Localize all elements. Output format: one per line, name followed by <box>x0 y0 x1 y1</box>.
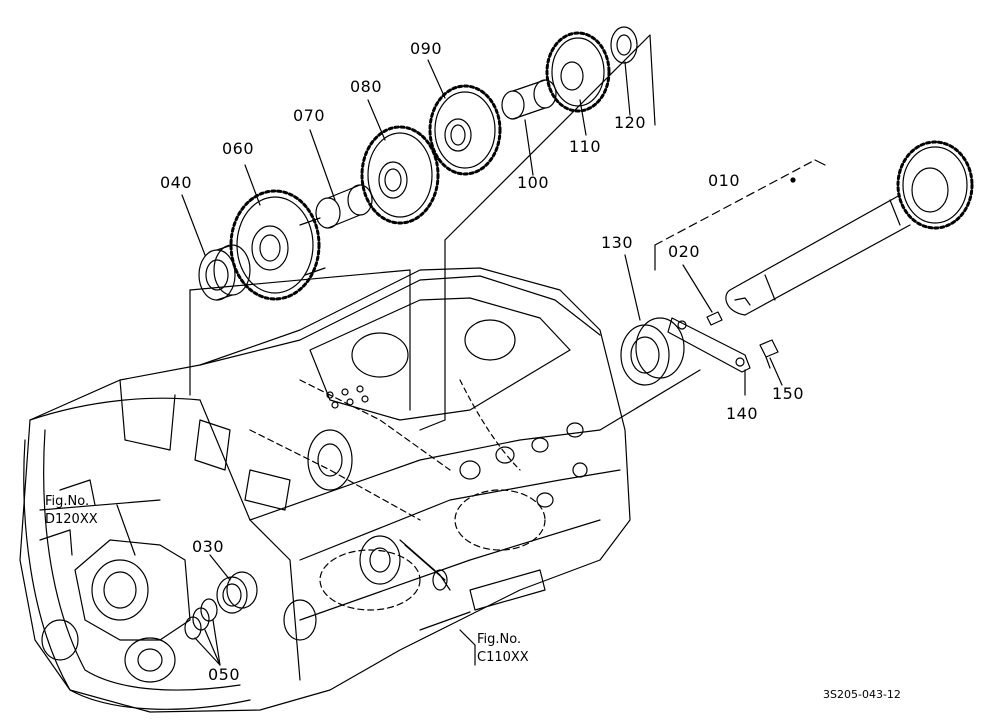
part-label-110: 110 <box>569 137 602 156</box>
bolt-150 <box>759 339 779 369</box>
part-label-100: 100 <box>517 173 550 192</box>
assembly-guide-lines <box>39 34 826 666</box>
gear-060 <box>229 189 326 301</box>
part-label-120: 120 <box>614 113 647 132</box>
shaft-010 <box>725 140 974 316</box>
washer-120 <box>610 26 638 64</box>
gear-110 <box>545 31 611 113</box>
part-label-130: 130 <box>601 233 634 252</box>
part-label-080: 080 <box>350 77 383 96</box>
gear-080 <box>360 125 440 225</box>
o-rings-050 <box>184 598 218 640</box>
part-label-140: 140 <box>726 404 759 423</box>
part-label-050: 050 <box>208 665 241 684</box>
part-label-070: 070 <box>293 106 326 125</box>
part-label-010: 010 <box>708 171 741 190</box>
seal-030 <box>216 571 258 614</box>
part-label-090: 090 <box>410 39 443 58</box>
collar-100 <box>501 79 557 120</box>
drawing-code: 3S205-043-12 <box>823 688 901 701</box>
plate-140 <box>667 317 751 373</box>
bearing-040 <box>198 244 251 301</box>
fig-ref-c-title: Fig.No. <box>477 632 522 647</box>
fig-ref-d-title: Fig.No. <box>45 494 90 509</box>
gear-090 <box>428 84 502 176</box>
pin-020 <box>706 311 723 326</box>
part-label-060: 060 <box>222 139 255 158</box>
fig-ref-d-code: D120XX <box>45 512 98 527</box>
part-label-150: 150 <box>772 384 805 403</box>
part-label-030: 030 <box>192 537 225 556</box>
part-label-020: 020 <box>668 242 701 261</box>
leader-lines <box>116 59 783 666</box>
fig-ref-c-code: C110XX <box>477 650 529 665</box>
transmission-case <box>19 267 631 713</box>
part-label-040: 040 <box>160 173 193 192</box>
bearing-130 <box>620 317 685 386</box>
